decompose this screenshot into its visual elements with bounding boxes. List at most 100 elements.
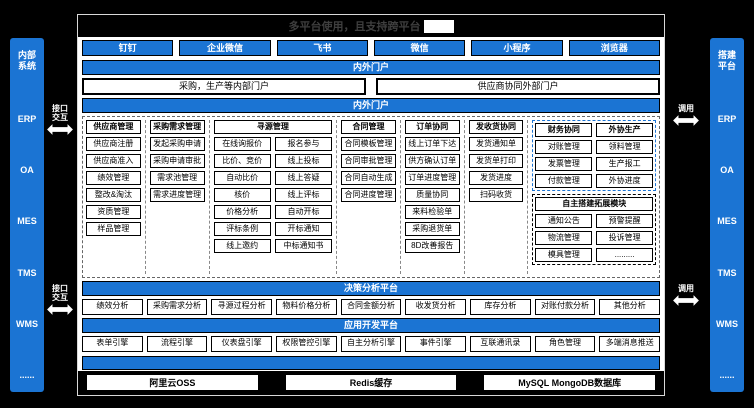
extension-item: ......... xyxy=(596,248,653,262)
internal-system-item: ERP xyxy=(17,113,37,124)
decision-analysis-row: 绩效分析采购需求分析寻源过程分析物料价格分析合同金额分析收发货分析库存分析对账付… xyxy=(78,297,664,317)
engine-item: 角色管理 xyxy=(534,336,596,352)
interface-interaction-label: 接口交互 xyxy=(52,284,68,303)
extension-item: 投诉管理 xyxy=(596,231,653,245)
engine-item: 事件引擎 xyxy=(405,336,467,352)
module-column-header: 订单协同 xyxy=(404,120,460,134)
bottom-accent-bar xyxy=(82,356,660,370)
client-app-badge: 企业微信 xyxy=(179,40,271,56)
module-item: 外协进度 xyxy=(596,174,653,188)
business-modules-grid: 供应商管理供应商注册供应商准入绩效管理整改&淘汰资质管理样品管理采购需求管理发起… xyxy=(82,116,660,278)
double-arrow-icon xyxy=(47,124,73,136)
module-column-header: 寻源管理 xyxy=(213,120,333,134)
internal-system-item: MES xyxy=(17,216,37,227)
engine-item: 互联通讯录 xyxy=(470,336,531,352)
build-platform-item: MES xyxy=(717,216,737,227)
connector-left-bottom: 接口交互 xyxy=(43,284,77,316)
analysis-item: 寻源过程分析 xyxy=(211,299,273,315)
client-app-badge: 浏览器 xyxy=(568,40,660,56)
client-app-badge: 微信 xyxy=(373,40,466,56)
extension-header: 自主搭建拓展模块 xyxy=(535,197,653,211)
build-platform-ellipsis: ...... xyxy=(719,370,735,380)
module-item: 生产报工 xyxy=(596,157,653,171)
module-item: 线上评标 xyxy=(274,188,333,202)
module-column-header: 供应商管理 xyxy=(86,120,141,134)
extension-item: 模具管理 xyxy=(535,248,593,262)
module-item: 整改&淘汰 xyxy=(86,188,141,202)
module-item: 资质管理 xyxy=(86,205,141,219)
module-item: 对账管理 xyxy=(535,140,593,154)
module-item: 中标通知书 xyxy=(274,239,333,253)
module-item: 自动开标 xyxy=(274,205,333,219)
engine-item: 权限管控引擎 xyxy=(276,336,337,352)
double-arrow-icon xyxy=(673,115,699,127)
internal-system-item: OA xyxy=(20,165,34,175)
appdev-platform-bar: 应用开发平台 xyxy=(82,318,660,333)
internal-system-ellipsis: ...... xyxy=(19,370,35,380)
connector-right-bottom: 调用 xyxy=(669,284,703,307)
diagram-title-band: 多平台使用，且支持跨平台 xyxy=(78,15,664,37)
analysis-item: 收发货分析 xyxy=(405,299,467,315)
module-item: 发货进度 xyxy=(468,171,524,185)
module-column-header: 发收货协同 xyxy=(468,120,524,134)
analysis-item: 对账付款分析 xyxy=(534,299,596,315)
client-app-badge: 飞书 xyxy=(276,40,368,56)
infrastructure-item: Redis缓存 xyxy=(284,374,458,391)
module-column: 采购需求管理发起采购申请采购申请审批需求池管理需求进度管理 xyxy=(149,120,210,274)
module-item: 评标条例 xyxy=(213,222,271,236)
module-item: 发起采购申请 xyxy=(149,137,205,151)
module-item: 合同审批管理 xyxy=(341,154,396,168)
internal-system-item: TMS xyxy=(17,267,37,278)
module-item: 合同进度管理 xyxy=(341,188,396,202)
analysis-item: 绩效分析 xyxy=(82,299,143,315)
app-engines-row: 表单引擎流程引擎仪表盘引擎权限管控引擎自主分析引擎事件引擎互联通讯录角色管理多端… xyxy=(78,334,664,354)
build-platform-item: OA xyxy=(720,165,734,175)
module-item: 采购退货单 xyxy=(404,222,460,236)
build-platform-item: TMS xyxy=(717,267,737,278)
module-item: 价格分析 xyxy=(213,205,271,219)
module-item: 采购申请审批 xyxy=(149,154,205,168)
connector-right-top: 调用 xyxy=(669,104,703,127)
connector-left-top: 接口交互 xyxy=(43,104,77,136)
engine-item: 表单引擎 xyxy=(82,336,143,352)
module-column-header: 采购需求管理 xyxy=(149,120,205,134)
module-item: 来料检验单 xyxy=(404,205,460,219)
decision-platform-bar: 决策分析平台 xyxy=(82,281,660,296)
module-column: 发收货协同发货通知单发货单打印发货进度扫码收货 xyxy=(468,120,529,274)
extension-item: 预警提醒 xyxy=(596,214,653,228)
extension-item: 通知公告 xyxy=(535,214,593,228)
build-platform-item: WMS xyxy=(716,318,738,329)
portals-row: 采购，生产等内部门户 供应商协同外部门户 xyxy=(78,76,664,97)
module-column-header: 财务协同 xyxy=(535,123,593,137)
client-app-badge: 小程序 xyxy=(471,40,563,56)
module-item: 订单进度管理 xyxy=(404,171,460,185)
module-item: 供应商注册 xyxy=(86,137,141,151)
client-apps-row: 钉钉企业微信飞书微信小程序浏览器 xyxy=(78,37,664,59)
portal-bar-bottom: 内外门户 xyxy=(82,98,660,113)
external-portal-box: 供应商协同外部门户 xyxy=(376,78,660,95)
build-platform-rail: 搭建平台 ERP OA MES TMS WMS ...... xyxy=(710,38,744,392)
analysis-item: 库存分析 xyxy=(470,299,531,315)
invoke-label: 调用 xyxy=(678,284,694,293)
main-panel: 多平台使用，且支持跨平台 钉钉企业微信飞书微信小程序浏览器 内外门户 采购，生产… xyxy=(77,14,665,396)
engine-item: 多端消息推送 xyxy=(599,336,661,352)
module-item: 样品管理 xyxy=(86,222,141,236)
diagram-title: 多平台使用，且支持跨平台 xyxy=(288,21,421,33)
module-column: 供应商管理供应商注册供应商准入绩效管理整改&淘汰资质管理样品管理 xyxy=(86,120,146,274)
infrastructure-item: 阿里云OSS xyxy=(86,374,259,391)
module-item: 8D改善报告 xyxy=(404,239,460,253)
double-arrow-icon xyxy=(673,295,699,307)
build-platform-title: 搭建平台 xyxy=(717,50,736,72)
module-item: 供方确认订单 xyxy=(404,154,460,168)
module-item: 合同模板管理 xyxy=(341,137,396,151)
module-item: 合同自动生成 xyxy=(341,171,396,185)
module-item: 自动比价 xyxy=(213,171,271,185)
build-platform-item: ERP xyxy=(717,113,737,124)
module-item: 绩效管理 xyxy=(86,171,141,185)
module-item: 线上订单下达 xyxy=(404,137,460,151)
module-item: 发货单打印 xyxy=(468,154,524,168)
module-item: 报名参与 xyxy=(274,137,333,151)
internal-system-item: WMS xyxy=(16,318,38,329)
